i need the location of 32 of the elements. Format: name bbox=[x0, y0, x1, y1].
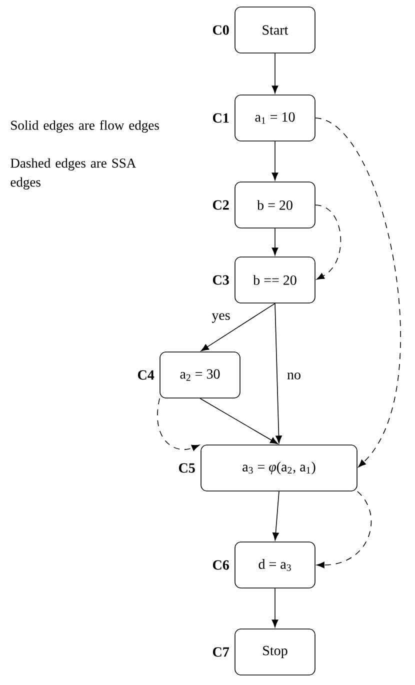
arrow bbox=[157, 398, 200, 451]
process-box: Stop bbox=[234, 628, 316, 676]
arrow bbox=[274, 303, 282, 444]
arrow bbox=[272, 228, 278, 256]
process-box: d = a$_{3}$ bbox=[234, 542, 316, 588]
arrow bbox=[316, 491, 372, 568]
note-text: Dashed edges are SSA edges bbox=[10, 158, 136, 190]
step-label: C7 bbox=[212, 647, 230, 657]
step-label: C1 bbox=[212, 113, 229, 123]
edge-label: yes bbox=[210, 312, 232, 324]
step-label: C0 bbox=[212, 25, 229, 35]
process-box: a$_{3}$ = φ(a$_{2}$, a$_{1}$) bbox=[200, 444, 358, 492]
arrow bbox=[200, 398, 278, 444]
step-label: C2 bbox=[212, 200, 229, 210]
step-label: C3 bbox=[212, 275, 229, 285]
step-label: C4 bbox=[138, 370, 154, 380]
arrow bbox=[315, 204, 342, 280]
process-box: Start bbox=[234, 6, 316, 54]
step-label: C5 bbox=[178, 463, 195, 473]
step-label: C6 bbox=[212, 560, 229, 570]
arrow bbox=[200, 303, 276, 352]
process-box: b = 20 bbox=[234, 182, 316, 228]
process-box: a$_{2}$ = 30 bbox=[160, 352, 240, 398]
edge-label: no bbox=[286, 372, 302, 380]
arrow bbox=[272, 141, 278, 180]
arrow bbox=[272, 491, 280, 540]
process-box: a$_{1}$ = 10 bbox=[234, 94, 316, 142]
process-box: b == 20 bbox=[234, 256, 316, 304]
note-text: Solid edges are flow edges bbox=[11, 120, 159, 133]
arrow bbox=[315, 118, 401, 468]
arrow bbox=[272, 53, 278, 94]
arrow bbox=[272, 588, 278, 628]
